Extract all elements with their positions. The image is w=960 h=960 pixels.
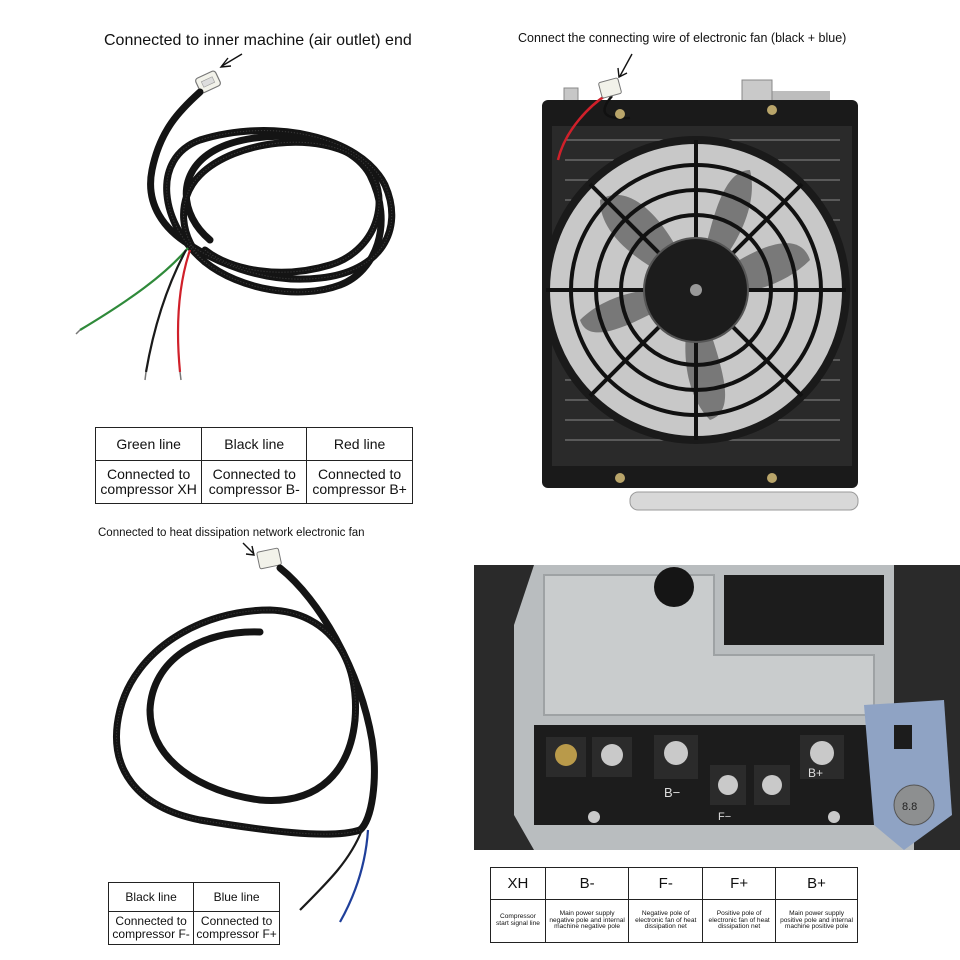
cell-black-line: Connected to compressor B-	[201, 460, 308, 504]
header-black-line: Black line	[201, 427, 308, 461]
wire-blue	[339, 829, 370, 923]
harness-1-table: Green line Black line Red line Connected…	[94, 427, 413, 504]
coiled-cable	[113, 564, 378, 838]
arrow-icon	[219, 53, 243, 68]
plug-cap	[654, 567, 694, 607]
cell-xh: Compressor start signal line	[490, 899, 546, 943]
header-red-line: Red line	[306, 427, 413, 461]
harness-2-table: Black line Blue line Connected to compre…	[107, 882, 280, 945]
bolt	[615, 109, 625, 119]
header-b-minus: B-	[544, 867, 630, 900]
cell-b-plus: Main power supply positive pole and inte…	[775, 899, 858, 943]
connector	[598, 77, 622, 99]
label-b-plus: B+	[808, 766, 823, 780]
cell-red-line: Connected to compressor B+	[306, 460, 413, 504]
label-f-minus: F−	[718, 811, 731, 823]
cell-f-plus: Positive pole of electronic fan of heat …	[702, 899, 777, 943]
harness-inner-machine-image	[75, 53, 396, 381]
cell-black-line: Connected to compressor F-	[107, 911, 195, 945]
caption-heat-dissipation: Connected to heat dissipation network el…	[98, 527, 365, 539]
control-box	[724, 575, 884, 645]
label-nut: 8.8	[902, 801, 917, 813]
header-black-line: Black line	[107, 882, 195, 912]
terminal-screws	[546, 735, 844, 805]
wire-black	[144, 249, 187, 373]
compressor-terminal-image: B− F− B+ 8.8	[474, 565, 960, 850]
header-green-line: Green line	[94, 427, 203, 461]
caption-fan-wire: Connect the connecting wire of electroni…	[518, 31, 847, 45]
cell-blue-line: Connected to compressor F+	[193, 911, 280, 945]
wire-red	[176, 249, 192, 373]
pipe-fitting	[741, 79, 773, 103]
terminal-table: XH B- F- F+ B+ Compressor start signal l…	[490, 867, 858, 943]
header-f-plus: F+	[702, 867, 777, 900]
wire-green	[79, 247, 189, 331]
wire-black	[299, 829, 364, 911]
arrow-icon	[617, 53, 633, 79]
condenser-fan-image	[542, 53, 859, 511]
bolt	[767, 105, 777, 115]
connector	[195, 70, 221, 94]
caption-inner-machine: Connected to inner machine (air outlet) …	[104, 32, 412, 49]
receiver-drier	[629, 491, 859, 511]
header-f-minus: F-	[628, 867, 704, 900]
hex-nut	[893, 784, 935, 826]
header-blue-line: Blue line	[193, 882, 280, 912]
harness-fan-image	[113, 542, 378, 923]
bolt	[767, 473, 777, 483]
cell-green-line: Connected to compressor XH	[94, 460, 203, 504]
connector	[256, 547, 282, 570]
header-xh: XH	[490, 867, 546, 900]
bolt	[615, 473, 625, 483]
cell-f-minus: Negative pole of electronic fan of heat …	[628, 899, 704, 943]
header-b-plus: B+	[775, 867, 858, 900]
cable-corrugation	[166, 130, 393, 293]
arrow-icon	[242, 542, 255, 556]
cell-b-minus: Main power supply negative pole and inte…	[544, 899, 630, 943]
label-b-minus: B−	[664, 785, 680, 800]
